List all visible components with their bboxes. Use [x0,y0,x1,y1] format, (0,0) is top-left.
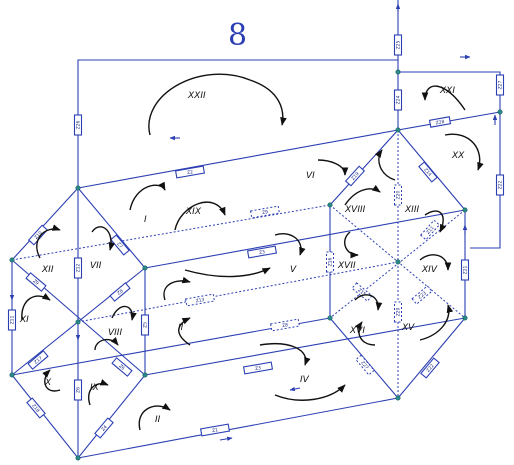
z-label: Z27 [498,80,504,89]
z-label: Z3 [255,365,262,372]
node [9,257,15,263]
z-label: Z7 [115,241,124,250]
loop-label: XIX [185,207,202,217]
z-label: Z23 [417,290,428,300]
loop-label: II [178,323,184,333]
loop-label: X [44,378,52,388]
node [395,69,401,75]
node [75,185,81,191]
loop-label: IV [300,375,310,385]
z-label: Z11 [425,225,435,236]
node [142,265,148,271]
z-label: Z9 [31,278,40,287]
node [75,455,81,461]
node [395,127,401,133]
loop-label: IX [90,383,100,393]
z-label: Z26 [76,120,82,129]
z-label: Z6 [117,363,126,372]
z-label: Z17 [33,355,44,365]
z-label: Z3 [259,249,266,256]
z-label: Z1 [212,427,219,434]
z-label: Z15 [356,287,367,297]
z-label: Z28 [435,119,445,126]
node [9,372,15,378]
z-label: Z25 [396,40,402,49]
z-label: Z29 [396,307,402,316]
node [462,207,468,213]
node [75,319,81,325]
wire-arrows [9,3,498,441]
z-label: Z11 [10,315,16,324]
z-label: Z4 [100,424,109,433]
loop-label: XX [451,151,465,161]
loop-label: II [155,415,161,425]
edge-lower-right [144,317,466,376]
z-label: Z2 [187,169,194,176]
z-label: Z27 [359,360,369,371]
node [395,259,401,265]
z-label: Z6 [76,387,82,393]
z-label: Z22 [425,363,435,374]
z-label: Z12 [76,263,82,272]
loop-label: XIV [421,265,438,275]
z-label: Z8 [116,288,125,297]
z-label: Z9 [262,209,269,216]
node [497,109,503,115]
loop-label: XXI [439,86,455,96]
edge-bottom [77,397,399,459]
loop-label: XI [19,315,29,325]
loop-label: VI [306,171,315,181]
z-label: Z24 [396,95,402,104]
z-label: Z22 [498,180,504,189]
node [327,315,333,321]
resistors: Z26 Z2 Z25 Z24 Z27 Z22 Z28 Z10 Z7 Z12 Z9… [7,34,505,439]
z-label: Z16 [328,257,334,266]
loop-label: VIII [108,328,122,338]
infinity-symbol: 8 [228,18,247,53]
loop-label: XVI [349,326,365,336]
loop-label: XII [41,265,54,275]
z-label: Z8 [282,322,289,329]
node [142,372,148,378]
z-label: Z19 [350,171,360,182]
nodes [9,69,503,461]
z-label: Z18 [30,403,40,414]
z-label: Z20 [396,190,402,199]
z-label: Z5 [143,322,149,328]
mesh-loops [21,73,484,431]
loop-label: V [290,265,297,275]
z-label: Z14 [422,167,432,178]
edge-top [77,129,399,189]
loop-label: XVIII [344,205,366,215]
z-label: Z10 [33,230,43,241]
loop-label: XIII [404,205,419,215]
edge-upper-right [144,209,466,269]
edge-upper-left [11,204,331,261]
node [395,395,401,401]
loop-label: XV [401,323,415,333]
loop-label: XXII [187,91,206,101]
z-label: Z13 [195,297,205,304]
node [327,202,333,208]
loop-label: XVII [337,261,356,271]
loop-labels: I II II IV V VI VII VIII IX X XI XII XII… [19,86,465,425]
loop-label: VII [90,261,102,271]
right-outer-wire [398,71,501,249]
node [462,315,468,321]
loop-label: I [144,215,147,225]
z-label: Z21 [463,265,469,274]
